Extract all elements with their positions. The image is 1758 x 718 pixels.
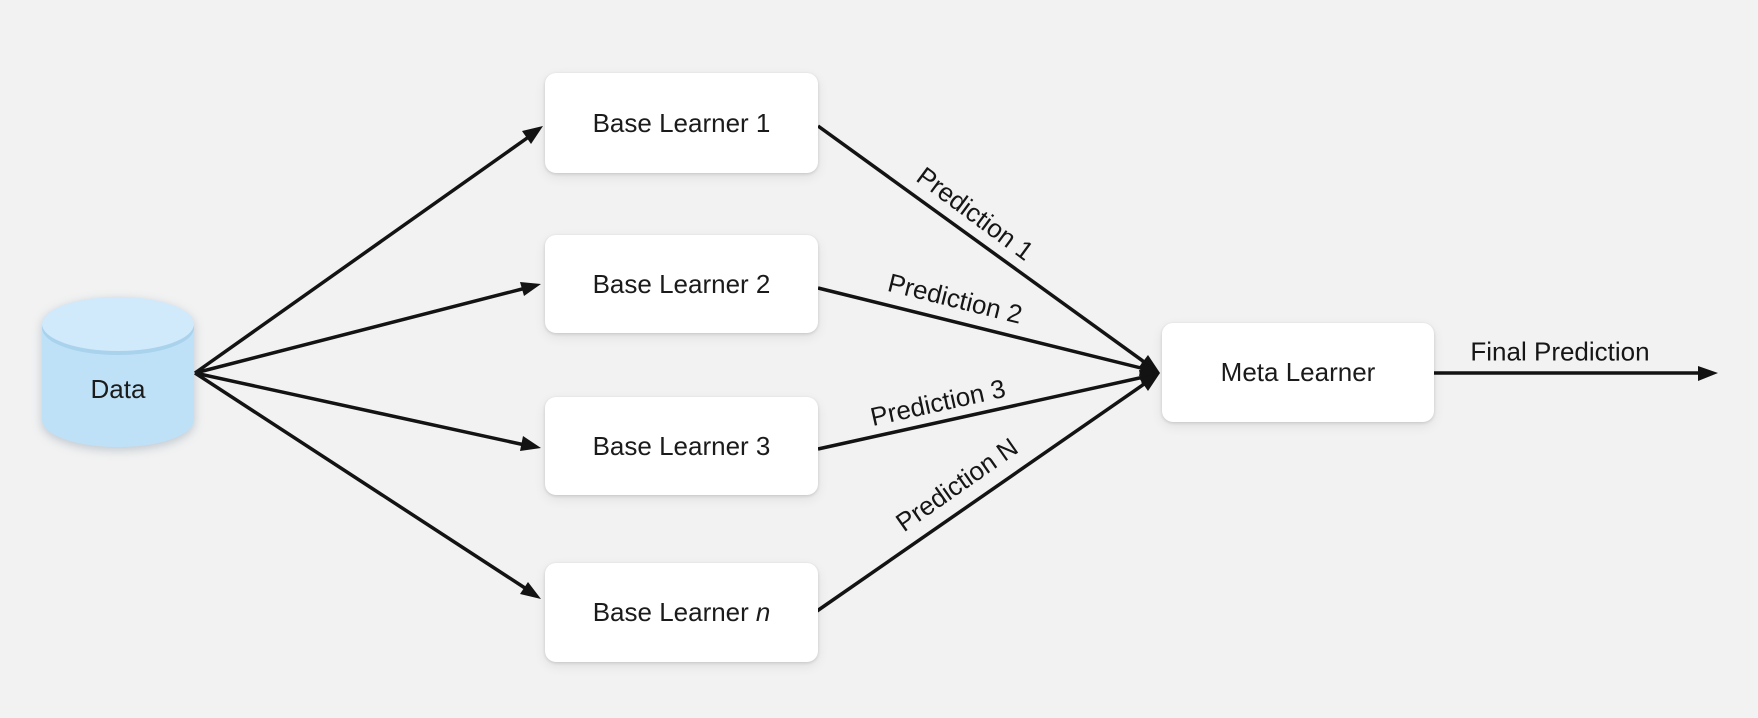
arrowhead-base-learner-2: [520, 282, 541, 296]
edge-data-to-base-learner-n: [194, 371, 529, 592]
arrowhead-base-learner-n: [520, 582, 541, 599]
edge-data-to-base-learner-1: [193, 134, 532, 375]
data-cylinder-top: [42, 297, 194, 351]
node-base-learner-1-label: Base Learner 1: [592, 107, 771, 138]
arrowhead-base-learner-3: [520, 436, 541, 451]
edge-label-final-prediction: Final Prediction: [1470, 336, 1650, 367]
node-base-learner-1: Base Learner 1: [545, 73, 818, 173]
node-base-learner-2-label: Base Learner 2: [592, 268, 771, 299]
edge-prediction-n: [816, 380, 1148, 613]
node-base-learner-3-label: Base Learner 3: [592, 430, 771, 461]
node-base-learner-n: Base Learner n: [545, 563, 818, 662]
node-meta-learner: Meta Learner: [1162, 323, 1434, 422]
arrowhead-base-learner-1: [522, 126, 543, 144]
node-base-learner-n-label-prefix: Base Learner: [592, 597, 749, 627]
data-cylinder-body: [42, 325, 194, 447]
edge-prediction-1: [816, 124, 1149, 366]
arrowhead-prediction-n: [1139, 373, 1160, 391]
node-meta-learner-label: Meta Learner: [1220, 357, 1376, 387]
edge-prediction-2: [817, 286, 1146, 371]
edge-data-to-base-learner-3: [194, 371, 526, 447]
node-base-learner-n-label-var: n: [755, 597, 771, 627]
node-base-learner-3: Base Learner 3: [545, 397, 818, 495]
edge-data-to-base-learner-2: [194, 286, 527, 375]
data-cylinder: [42, 297, 194, 447]
edge-prediction-3: [817, 375, 1145, 451]
arrowhead-final-prediction: [1698, 366, 1718, 381]
node-data-label: Data: [90, 374, 146, 404]
node-base-learner-2: Base Learner 2: [545, 235, 818, 333]
